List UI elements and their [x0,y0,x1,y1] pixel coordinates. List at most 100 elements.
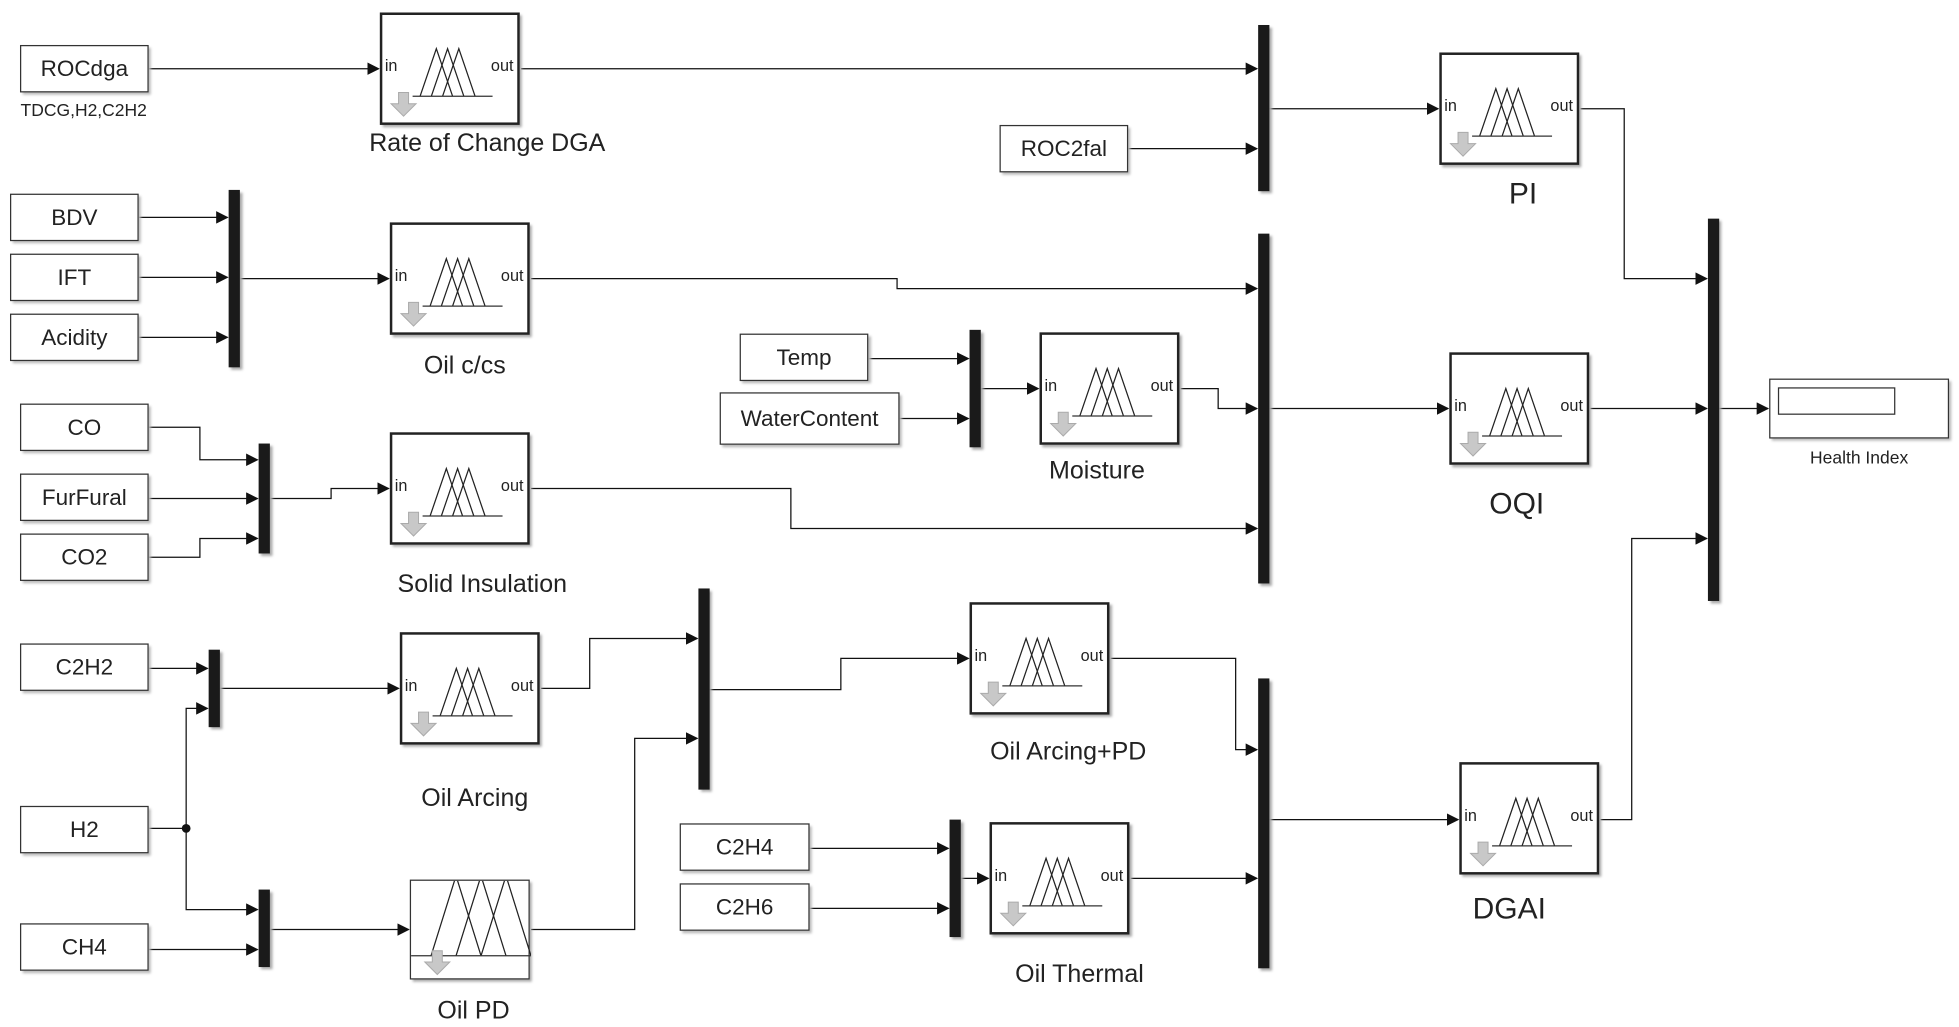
signal-line[interactable] [530,277,1259,295]
input-port-label: in [394,266,408,285]
constant-label: Temp [776,344,832,370]
input-port-label: in [394,476,408,495]
fis-block-solid-insulation[interactable]: in out [389,432,530,545]
input-port-label: in [974,645,988,665]
signal-line[interactable] [530,732,699,931]
mux-health-index[interactable] [1707,218,1720,601]
mux-oil-arcing[interactable] [208,649,220,728]
signal-line[interactable] [709,652,970,691]
signal-line[interactable] [1180,387,1259,415]
membership-function-icon [1449,86,1553,157]
constant-label: CO2 [61,544,108,570]
constant-label: WaterContent [740,405,879,431]
fis-label-oil-arcing-pd: Oil Arcing+PD [990,738,1147,766]
mux-dgai[interactable] [1258,678,1270,969]
fis-label-solid-insulation: Solid Insulation [397,570,568,599]
look-under-mask-arrow-icon [399,511,428,537]
mux-oil-cs[interactable] [228,189,240,368]
constant-roc2fal[interactable]: ROC2fal [999,124,1129,173]
health-index-label: Health Index [1810,447,1909,468]
constant-label: CO [67,414,102,440]
constant-label: Acidity [41,324,108,350]
constant-co2[interactable]: CO2 [19,533,149,581]
input-port-label: in [384,56,398,75]
fis-label-rate-of-change-dga: Rate of Change DGA [369,129,606,158]
constant-ift[interactable]: IFT [9,253,139,302]
constant-label: BDV [51,204,98,230]
fis-label-oqi: OQI [1489,487,1545,521]
input-port-label: in [1444,96,1457,115]
constant-acidity[interactable]: Acidity [9,313,139,362]
constant-temp[interactable]: Temp [739,333,869,382]
look-under-mask-arrow-icon [979,681,1007,707]
constant-ch4[interactable]: CH4 [19,923,149,971]
fis-block-dgai[interactable]: in out [1459,762,1600,875]
constant-label: C2H4 [715,833,774,859]
signal-line[interactable] [1110,657,1259,756]
output-port-label: out [1560,396,1583,415]
fis-label-dgai: DGAI [1472,892,1546,926]
signal-line[interactable] [148,702,209,829]
constant-label: ROCdga [40,55,129,81]
mux-solid-insulation[interactable] [258,443,270,554]
output-port-label: out [1570,805,1593,825]
constant-c2h2[interactable]: C2H2 [19,643,149,691]
signal-line[interactable] [530,487,1259,535]
fis-label-moisture: Moisture [1049,457,1145,485]
constant-watercontent[interactable]: WaterContent [719,392,900,445]
mux-oil-arc-pd[interactable] [698,588,710,790]
mux-oil-thermal[interactable] [949,819,961,938]
branch-point [181,823,191,833]
signal-line[interactable] [269,482,390,500]
membership-function-icon [389,46,493,117]
look-under-mask-arrow-icon [1449,131,1477,157]
mux-oqi[interactable] [1258,233,1270,584]
output-port-label: out [1080,645,1104,665]
fis-label-oil-pd: Oil PD [437,997,510,1025]
constant-bdv[interactable]: BDV [9,193,139,242]
membership-function-icon [1049,366,1153,437]
input-port-label: in [994,865,1008,885]
signal-line[interactable] [1580,108,1708,285]
health-index-value [1777,387,1896,415]
signal-line[interactable] [185,828,259,916]
mux-oil-pd[interactable] [258,889,270,968]
constant-co[interactable]: CO [19,403,149,452]
constant-furfural[interactable]: FurFural [19,473,149,521]
fis-block-oil-pd[interactable] [409,879,531,980]
mux-moisture[interactable] [969,329,981,448]
constant-c2h4[interactable]: C2H4 [679,823,810,871]
mux-pi[interactable] [1258,24,1270,192]
signal-line[interactable] [1600,532,1708,821]
fis-label-oil-thermal: Oil Thermal [1015,960,1144,989]
constant-rocdga-sublabel: TDCG,H2,C2H2 [20,99,147,120]
constant-c2h6[interactable]: C2H6 [679,883,810,931]
signal-line[interactable] [148,532,259,558]
constant-rocdga[interactable]: ROCdga [19,44,149,93]
signal-line[interactable] [148,426,259,467]
input-port-label: in [1044,376,1058,395]
membership-function-icon [1459,386,1563,457]
signal-line[interactable] [540,632,699,690]
constant-label: H2 [69,816,99,842]
constant-label: C2H2 [55,654,114,680]
fis-label-oil-arcing: Oil Arcing [421,784,529,813]
constant-h2[interactable]: H2 [19,805,149,854]
health-index-display[interactable] [1769,378,1950,439]
fis-block-oqi[interactable]: in out [1449,352,1590,465]
look-under-mask-arrow-icon [389,91,418,117]
input-port-label: in [1454,396,1467,415]
output-port-label: out [500,476,524,495]
fis-block-oil-arcing-pd[interactable]: in out [969,602,1110,715]
input-port-label: in [1464,805,1477,825]
output-port-label: out [510,675,534,695]
constant-label: CH4 [61,933,107,959]
look-under-mask-arrow-icon [1459,431,1487,457]
